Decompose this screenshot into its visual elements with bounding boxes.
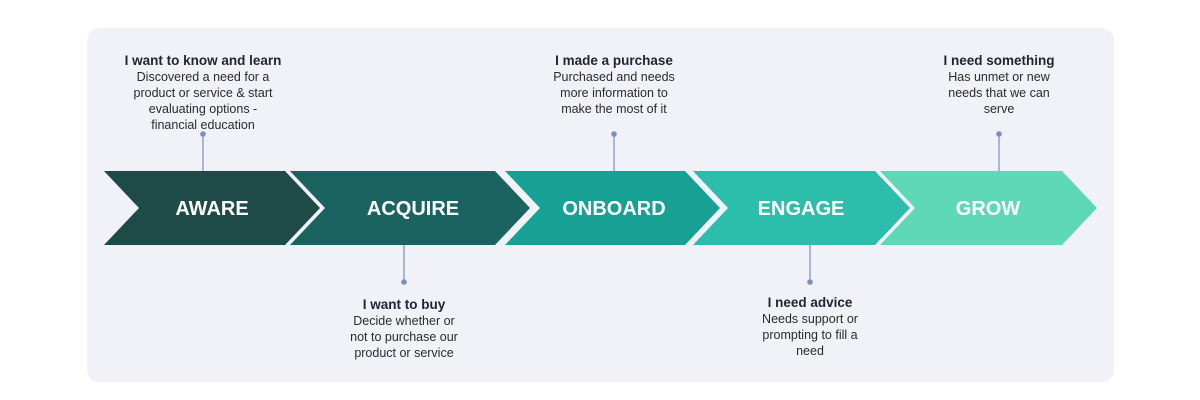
callout-body-grow: Has unmet or new needs that we can serve [948, 70, 1050, 116]
callout-body-acquire: Decide whether or not to purchase our pr… [350, 314, 458, 360]
connector-dot-onboard [611, 131, 617, 137]
stage-label-onboard: ONBOARD [562, 198, 665, 220]
stage-chevron-onboard [505, 171, 720, 245]
stage-label-engage: ENGAGE [758, 198, 845, 220]
stage-chevron-engage [693, 171, 910, 245]
callout-onboard: I made a purchase Purchased and needs mo… [514, 52, 714, 117]
callout-title-grow: I need something [943, 53, 1055, 68]
callout-body-onboard: Purchased and needs more information to … [553, 70, 675, 116]
callout-acquire: I want to buy Decide whether or not to p… [304, 296, 504, 361]
stage-chevron-aware [104, 171, 320, 245]
connector-dot-grow [996, 131, 1002, 137]
stage-label-grow: GROW [956, 198, 1021, 220]
callout-grow: I need something Has unmet or new needs … [899, 52, 1099, 117]
callout-aware: I want to know and learn Discovered a ne… [103, 52, 303, 133]
callout-title-aware: I want to know and learn [124, 53, 282, 68]
callout-engage: I need advice Needs support or prompting… [710, 294, 910, 359]
callout-title-acquire: I want to buy [362, 297, 446, 312]
callout-body-aware: Discovered a need for a product or servi… [133, 70, 273, 132]
stage-label-aware: AWARE [175, 198, 248, 220]
stage-label-acquire: ACQUIRE [367, 198, 459, 220]
callout-body-engage: Needs support or prompting to fill a nee… [762, 312, 858, 358]
callout-title-engage: I need advice [767, 295, 853, 310]
stage-chevron-grow [880, 171, 1097, 245]
stage-chevron-acquire [290, 171, 530, 245]
connectors [200, 131, 1002, 285]
connector-dot-aware [200, 131, 206, 137]
connector-dot-acquire [401, 279, 407, 285]
callout-title-onboard: I made a purchase [555, 53, 673, 68]
connector-dot-engage [807, 279, 813, 285]
